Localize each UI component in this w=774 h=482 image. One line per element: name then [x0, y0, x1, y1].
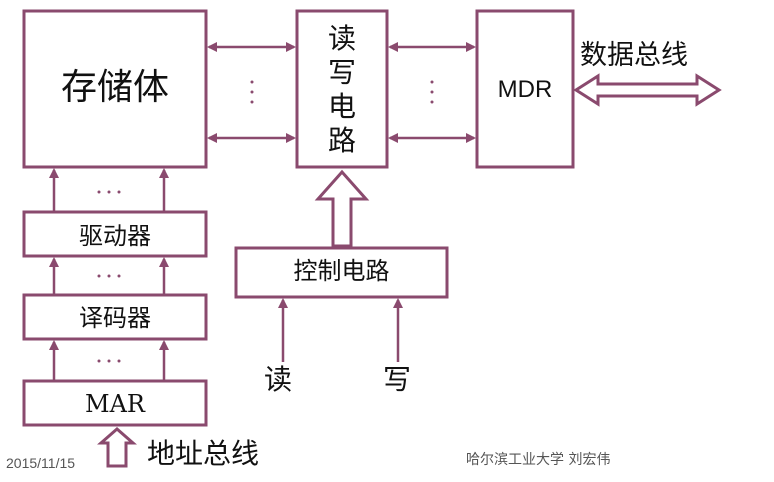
- slide-credit: 哈尔滨工业大学 刘宏伟: [466, 452, 611, 468]
- rw-mdr-ellipsis: [430, 80, 434, 104]
- driver-memory-ellipsis: [97, 190, 121, 194]
- decoder-box: [22, 293, 208, 341]
- rw-char-4: 路: [327, 124, 356, 157]
- mdr-label: MDR: [497, 76, 553, 103]
- decoder-driver-ellipsis: [97, 274, 121, 278]
- rw-char-1: 读: [327, 22, 356, 55]
- address-bus-hollow-arrow: [97, 427, 137, 468]
- memory-rw-ellipsis: [250, 80, 254, 104]
- control-circuit-box: [234, 246, 449, 299]
- slide-date: 2015/11/15: [6, 455, 76, 471]
- decoder-label: 译码器: [79, 304, 151, 332]
- address-bus-label: 地址总线: [147, 437, 260, 470]
- control-circuit-label: 控制电路: [293, 257, 390, 285]
- mar-label: MAR: [85, 390, 145, 418]
- mdr-box: [475, 9, 575, 169]
- rw-circuit-label: 读 写 电 路: [297, 22, 387, 158]
- read-signal-label: 读: [264, 363, 293, 396]
- driver-box: [22, 210, 208, 258]
- mar-decoder-ellipsis: [97, 359, 121, 363]
- write-signal-label: 写: [383, 363, 412, 396]
- control-to-rw-hollow-arrow: [314, 169, 370, 248]
- rw-char-2: 写: [327, 56, 356, 89]
- driver-label: 驱动器: [79, 222, 151, 250]
- data-bus-hollow-arrow: [573, 73, 722, 107]
- memory-box: [22, 9, 208, 169]
- mar-box: [22, 379, 208, 427]
- memory-label: 存储体: [60, 67, 169, 108]
- rw-char-3: 电: [327, 90, 356, 123]
- data-bus-label: 数据总线: [580, 40, 688, 71]
- rw-circuit-box: [295, 9, 389, 169]
